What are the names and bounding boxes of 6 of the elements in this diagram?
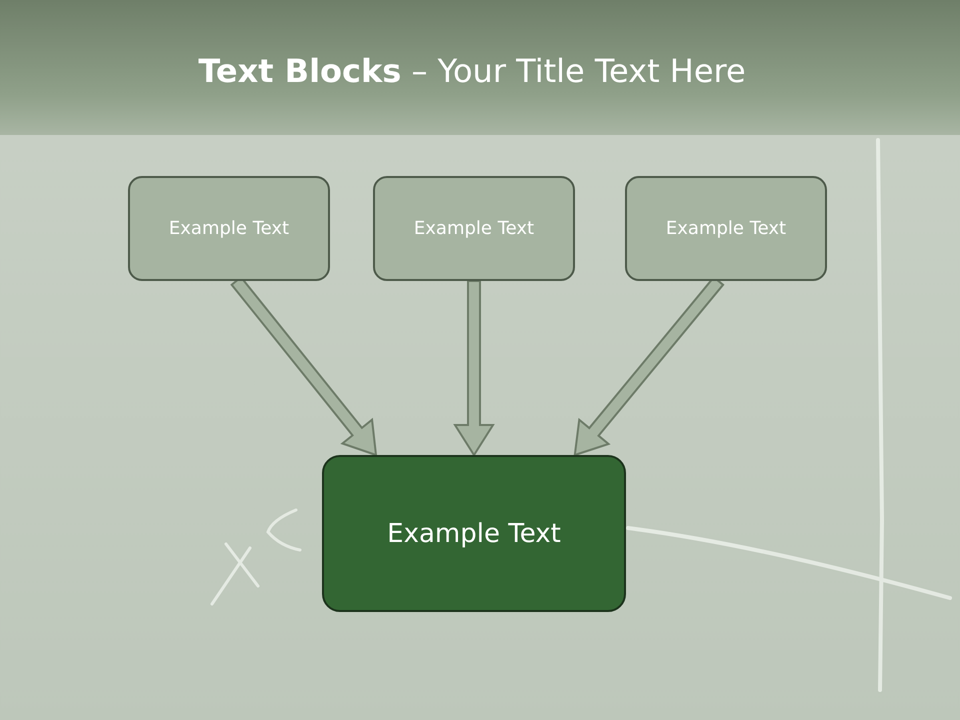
text-block: Example Text xyxy=(373,176,575,281)
text-block: Example Text xyxy=(128,176,330,281)
text-block: Example Text xyxy=(625,176,827,281)
text-block: Example Text xyxy=(322,455,626,612)
block-arrow xyxy=(453,280,495,457)
slide-title: Text Blocks – Your Title Text Here xyxy=(197,52,747,90)
